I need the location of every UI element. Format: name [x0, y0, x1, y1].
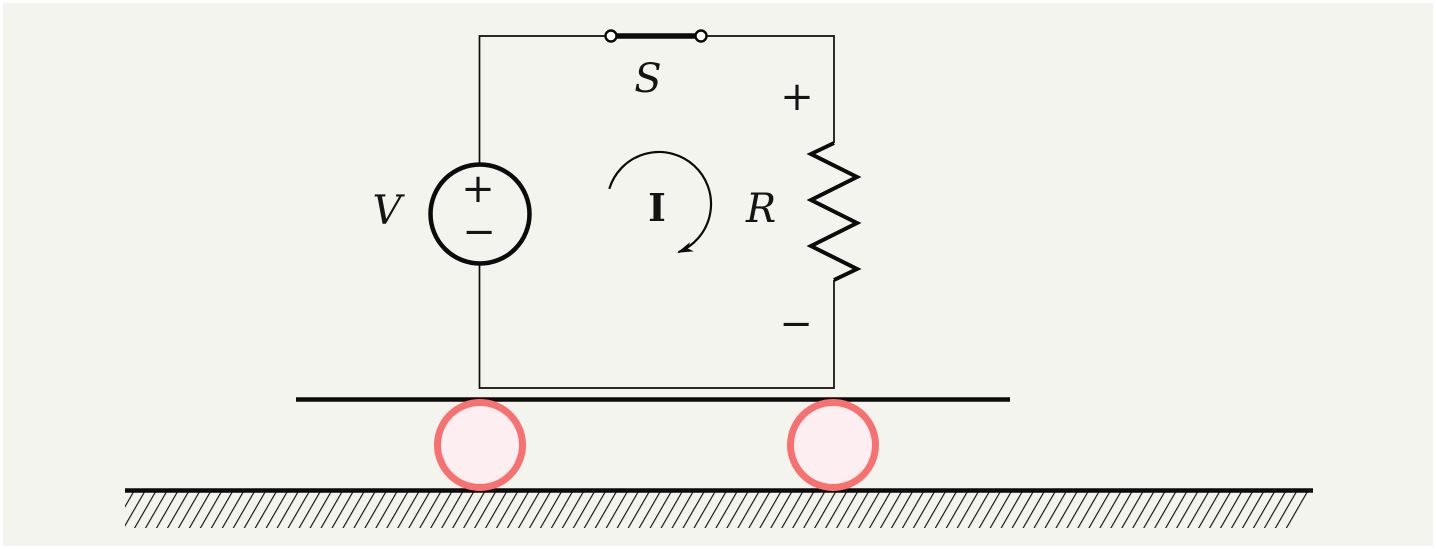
- switch: S: [604, 29, 708, 102]
- switch-terminal-right: [694, 29, 708, 43]
- current-loop: I: [608, 150, 713, 254]
- voltage-source-circle: [428, 162, 532, 266]
- wheel-right: [787, 399, 879, 491]
- voltage-source-plus-sign: +: [461, 166, 495, 212]
- voltage-source-minus-sign: −: [462, 209, 496, 255]
- wheel-left: [434, 399, 526, 491]
- circuit-wires: [478, 35, 835, 389]
- resistor-zigzag: [806, 141, 862, 282]
- resistor: + − R: [745, 74, 862, 347]
- switch-terminal-left: [604, 29, 618, 43]
- voltage-source: + − V: [373, 162, 532, 266]
- circuit-figure-svg: S + − V + − R I: [125, 29, 1313, 528]
- ground: [125, 488, 1313, 528]
- resistor-minus-sign: −: [779, 301, 813, 347]
- ground-hatch: [125, 492, 1313, 528]
- label-current: I: [648, 185, 666, 230]
- label-switch: S: [634, 56, 661, 102]
- label-voltage-source: V: [373, 188, 406, 234]
- resistor-plus-sign: +: [780, 74, 814, 120]
- label-resistor: R: [745, 186, 776, 232]
- current-loop-arc: [608, 150, 713, 254]
